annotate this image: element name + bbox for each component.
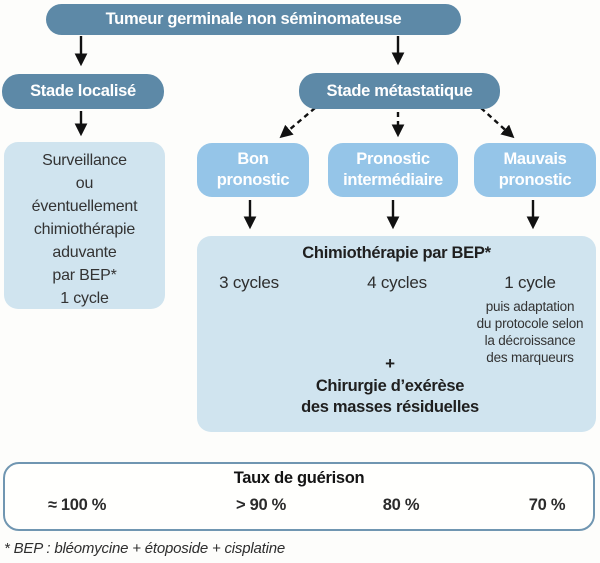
cure-rate-title: Taux de guérison (233, 469, 365, 487)
intermediaire-line1: Pronostic (356, 150, 430, 168)
mauvais-line2: pronostic (498, 171, 572, 189)
root-label: Tumeur germinale non séminomateuse (105, 10, 402, 28)
cycles-bon: 3 cycles (219, 273, 279, 292)
cure-value-mauvais: 70 % (528, 496, 566, 514)
chemotherapy-box: Chimiothérapie par BEP* 3 cycles 4 cycle… (197, 236, 596, 432)
root-node: Tumeur germinale non séminomateuse (46, 4, 461, 35)
note-line: des marqueurs (486, 350, 574, 365)
bon-pronostic-line1: Bon (237, 150, 269, 168)
cycles-intermediaire: 4 cycles (367, 273, 427, 292)
bon-pronostic-line2: pronostic (216, 171, 290, 189)
mauvais-pronostic-pill: Mauvais pronostic (474, 143, 596, 197)
bep-footnote: * BEP : bléomycine + étoposide + cisplat… (4, 540, 286, 557)
surveillance-line: chimiothérapie (33, 221, 136, 238)
dashed-arrow-meta-to-mauvais (480, 107, 515, 139)
cure-value-bon: > 90 % (235, 496, 287, 514)
plus-sign: + (385, 354, 395, 373)
intermediaire-line2: intermédiaire (343, 171, 443, 189)
surgery-line2: des masses résiduelles (301, 398, 479, 416)
surveillance-line: éventuellement (31, 198, 138, 215)
stade-metastatique-label: Stade métastatique (326, 81, 473, 100)
surveillance-line: 1 cycle (60, 290, 109, 307)
surveillance-line: ou (75, 175, 94, 192)
cure-value-intermediaire: 80 % (382, 496, 420, 514)
stade-metastatique-pill: Stade métastatique (299, 73, 500, 109)
cure-rate-box: Taux de guérison ≈ 100 % > 90 % 80 % 70 … (3, 462, 595, 531)
surveillance-box: Surveillance ou éventuellement chimiothé… (4, 142, 165, 309)
pronostic-intermediaire-pill: Pronostic intermédiaire (328, 143, 458, 197)
note-line: la décroissance (484, 333, 576, 348)
surgery-text: Chirurgie d’exérèse des masses résiduell… (197, 376, 583, 418)
cure-value-localise: ≈ 100 % (47, 496, 107, 514)
bon-pronostic-pill: Bon pronostic (197, 143, 309, 197)
chemo-title: Chimiothérapie par BEP* (302, 244, 491, 262)
surveillance-line: par BEP* (52, 267, 117, 284)
stade-localise-label: Stade localisé (30, 82, 136, 100)
surgery-line1: Chirurgie d’exérèse (315, 377, 465, 395)
mauvais-line1: Mauvais (503, 150, 567, 168)
note-line: puis adaptation (485, 299, 575, 314)
surveillance-line: Surveillance (42, 152, 127, 169)
mauvais-adaptation-note: puis adaptation du protocole selon la dé… (434, 298, 600, 366)
note-line: du protocole selon (476, 316, 584, 331)
dashed-arrow-meta-to-bon (279, 107, 316, 139)
surveillance-line: aduvante (52, 244, 117, 261)
cycles-mauvais: 1 cycle (504, 273, 556, 292)
stade-localise-pill: Stade localisé (2, 74, 164, 109)
